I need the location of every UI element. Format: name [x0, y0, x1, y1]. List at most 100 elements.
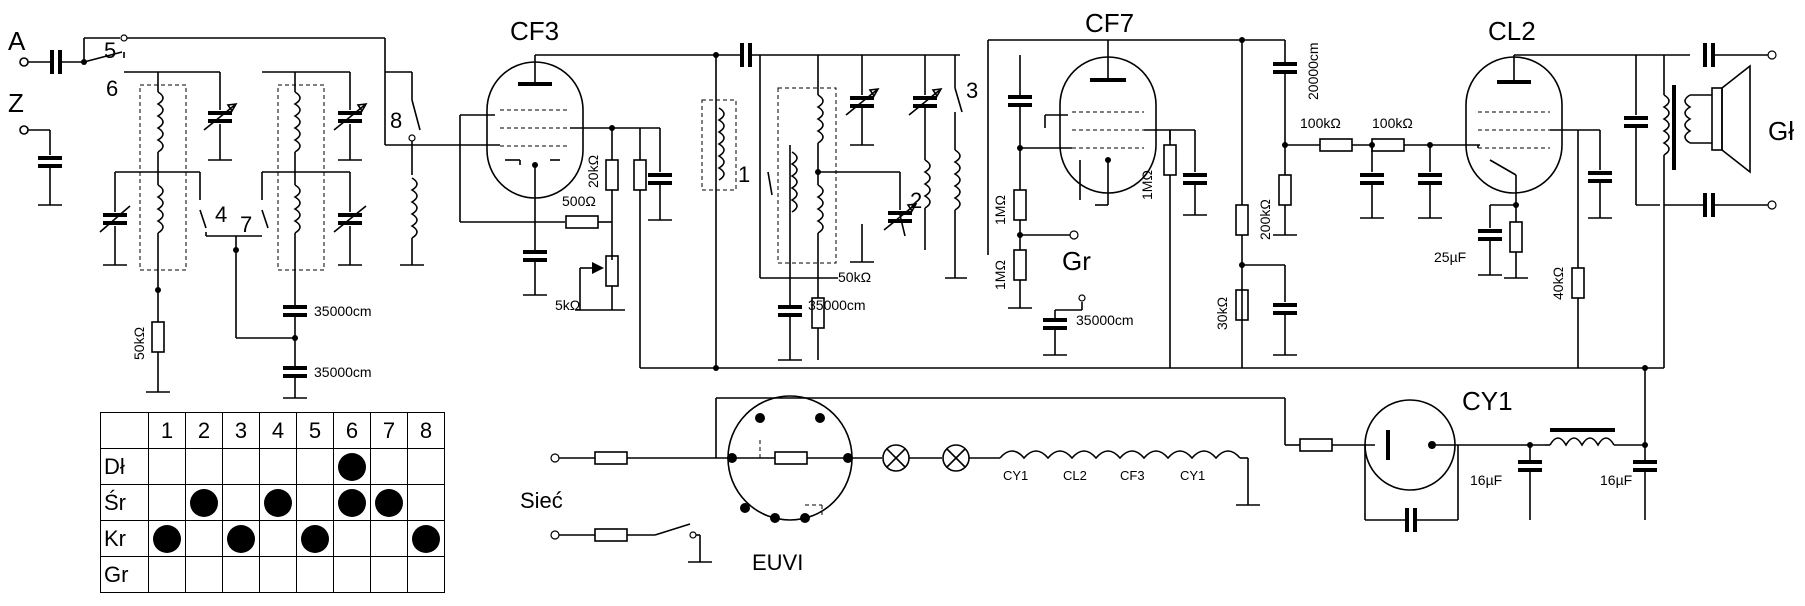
table-cell: [222, 448, 260, 485]
tube-cf3: CF3 500Ω 20kΩ 5kΩ: [459, 16, 1645, 369]
table-cell: [222, 484, 260, 521]
table-cell: [407, 448, 445, 485]
table-col-1: 1: [148, 412, 186, 449]
switch-on-dot: [375, 488, 403, 517]
table-row-label: Śr: [100, 484, 149, 521]
tube-euvi-label: EUVI: [752, 550, 803, 575]
table-cell: [296, 520, 334, 557]
switch-on-dot: [338, 452, 366, 481]
switch-1-label: 1: [738, 162, 750, 187]
r-200k-label: 200kΩ: [1257, 199, 1273, 240]
table-col-8: 8: [407, 412, 445, 449]
table-cell: [333, 484, 371, 521]
table-cell: [148, 556, 186, 593]
switch-on-dot: [153, 524, 181, 553]
table-cell: [259, 484, 297, 521]
switch-7-label: 7: [240, 212, 252, 237]
switch-6-label: 6: [106, 76, 118, 101]
if-coil-section: 1 50kΩ 35000cm: [701, 43, 978, 371]
table-cell: [185, 484, 223, 521]
table-cell: [185, 556, 223, 593]
switch-on-dot: [264, 488, 292, 517]
heater-cy1-a-label: CY1: [1003, 468, 1028, 483]
r-50k-label: 50kΩ: [131, 327, 147, 360]
switch-on-dot: [301, 524, 329, 553]
r-1m-b-label: 1MΩ: [992, 260, 1008, 290]
table-col-6: 6: [333, 412, 371, 449]
table-corner: [100, 412, 149, 449]
switch-8-branch: 8: [384, 38, 460, 266]
table-cell: [222, 520, 260, 557]
table-cell: [370, 520, 408, 557]
table-cell: [296, 484, 334, 521]
r-30k-label: 30kΩ: [1214, 297, 1230, 330]
antenna-input: A 5 6: [8, 26, 385, 101]
table-col-7: 7: [370, 412, 408, 449]
table-row: Gr: [100, 556, 445, 593]
table-cell: [407, 520, 445, 557]
r-500-label: 500Ω: [562, 193, 596, 209]
c-35000-d-label: 35000cm: [1076, 312, 1134, 328]
switch-on-dot: [338, 488, 366, 517]
tube-cf7-label: CF7: [1085, 8, 1134, 38]
heater-cy1-b-label: CY1: [1180, 468, 1205, 483]
table-cell: [259, 448, 297, 485]
table-row-label: Kr: [100, 520, 149, 557]
table-cell: [370, 448, 408, 485]
table-cell: [296, 448, 334, 485]
r-50k-b-label: 50kΩ: [838, 269, 871, 285]
table-cell: [296, 556, 334, 593]
c-35000-c-label: 35000cm: [808, 297, 866, 313]
switch-4-label: 4: [215, 202, 227, 227]
tube-cl2-label: CL2: [1488, 16, 1536, 46]
switch-on-dot: [190, 488, 218, 517]
c-35000-b-label: 35000cm: [314, 364, 372, 380]
pot-5k-label: 5kΩ: [555, 297, 580, 313]
input-coil-2: 7 35000cm 35000cm: [233, 71, 372, 399]
table-row-label: Dł: [100, 448, 149, 485]
tube-cf3-label: CF3: [510, 16, 559, 46]
table-col-2: 2: [185, 412, 223, 449]
table-cell: [185, 448, 223, 485]
table-cell: [148, 448, 186, 485]
ground-input: Z: [8, 88, 62, 206]
label-ground: Z: [8, 88, 24, 118]
coupling-section: 30kΩ 20000cm 200kΩ 100kΩ 100kΩ: [1214, 37, 1480, 368]
r-1m-a-label: 1MΩ: [992, 195, 1008, 225]
table-cell: [148, 484, 186, 521]
c-16uf-b-label: 16µF: [1600, 472, 1632, 488]
tube-cf7: CF7 Gr 1MΩ 1MΩ: [987, 8, 1285, 368]
table-cell: [407, 556, 445, 593]
r-100k-a-label: 100kΩ: [1300, 115, 1341, 131]
table-cell: [370, 484, 408, 521]
table-cell: [370, 556, 408, 593]
tube-cl2: CL2 25µF 40kΩ: [1434, 16, 1690, 368]
table-row: Śr: [100, 484, 445, 521]
power-supply: Sieć EUVI: [520, 365, 1664, 575]
heater-cl2-label: CL2: [1063, 468, 1087, 483]
table-row: Dł: [100, 448, 445, 485]
r-1m-c-label: 1MΩ: [1139, 170, 1155, 200]
c-35000-a-label: 35000cm: [314, 303, 372, 319]
table-cell: [259, 520, 297, 557]
c-16uf-a-label: 16µF: [1470, 472, 1502, 488]
c-25uf-label: 25µF: [1434, 249, 1466, 265]
label-antenna: A: [8, 26, 26, 56]
label-gram: Gr: [1062, 246, 1091, 276]
table-cell: [407, 484, 445, 521]
switch-on-dot: [227, 524, 255, 553]
table-col-5: 5: [296, 412, 334, 449]
r-40k-label: 40kΩ: [1550, 267, 1566, 300]
table-cell: [222, 556, 260, 593]
r-20k-label: 20kΩ: [585, 155, 601, 188]
output-stage: Gł: [1624, 43, 1794, 368]
switch-2-label: 2: [910, 188, 922, 213]
switch-5-label: 5: [104, 38, 116, 63]
label-mains: Sieć: [520, 488, 563, 513]
switch-3-label: 3: [966, 78, 978, 103]
switch-8-label: 8: [390, 108, 402, 133]
tube-cy1-label: CY1: [1462, 386, 1513, 416]
table-col-4: 4: [259, 412, 297, 449]
table-cell: [259, 556, 297, 593]
